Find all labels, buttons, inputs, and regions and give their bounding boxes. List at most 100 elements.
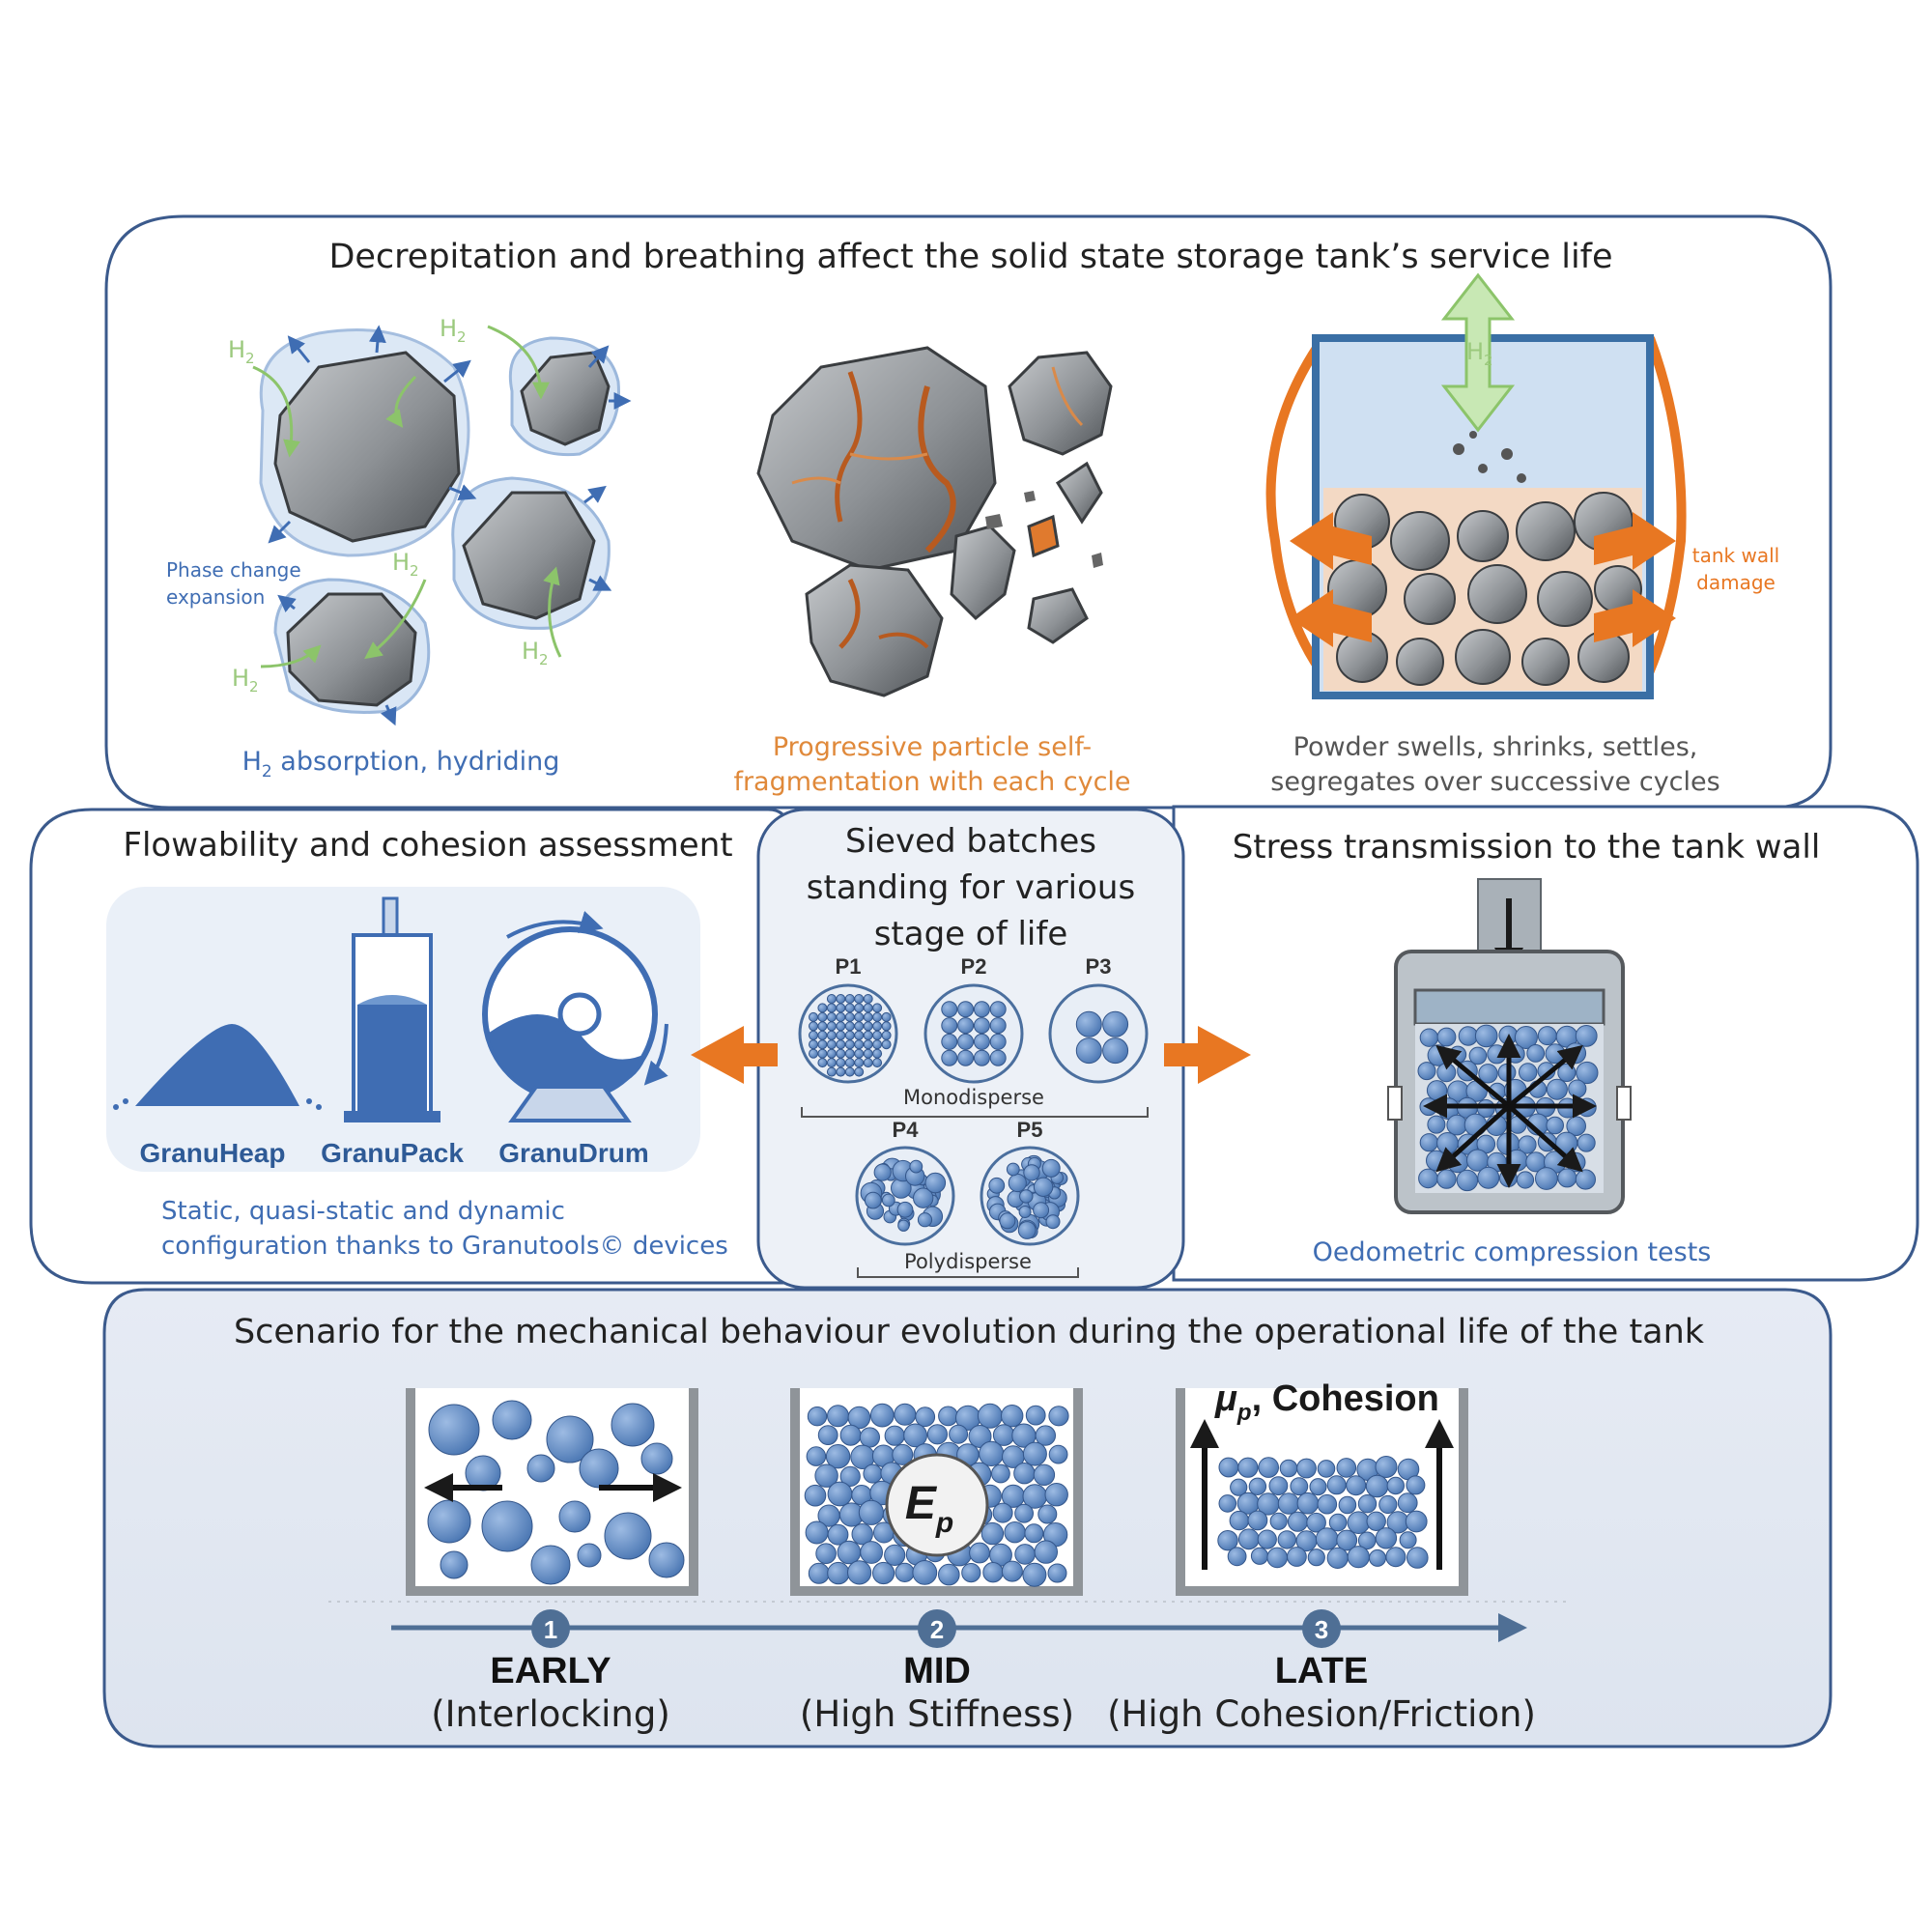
center-panel: Sieved batches standing for various stag… <box>691 808 1251 1290</box>
bead <box>817 1003 828 1013</box>
bead <box>1035 1425 1057 1446</box>
bead <box>854 1030 865 1040</box>
bead <box>863 1030 873 1040</box>
bead <box>872 1039 883 1050</box>
bead <box>881 1011 892 1022</box>
bead <box>836 1030 846 1040</box>
bead <box>1022 1441 1047 1466</box>
bead <box>1406 1475 1426 1495</box>
bead <box>854 1003 865 1013</box>
fragmentation-illustration <box>756 346 1113 697</box>
bead <box>1001 1560 1023 1582</box>
center-title-line3: stage of life <box>874 915 1068 953</box>
bead <box>961 1563 981 1583</box>
bead <box>912 1560 938 1585</box>
bead <box>896 1201 914 1218</box>
bead <box>941 1049 958 1066</box>
bead <box>1436 1063 1457 1083</box>
bead <box>1568 1079 1587 1098</box>
bead <box>863 1021 873 1032</box>
bead <box>864 1191 882 1209</box>
bead <box>977 1403 1003 1429</box>
bead <box>989 1033 1007 1050</box>
bead <box>1419 1028 1439 1047</box>
bead <box>858 1499 885 1525</box>
bead <box>826 1048 837 1059</box>
caption-absorption: H2 absorption, hydriding <box>242 747 560 781</box>
bead <box>1019 1189 1034 1204</box>
bead <box>973 1017 990 1035</box>
bead <box>1044 1483 1068 1507</box>
batch-label-p5: P5 <box>1017 1118 1043 1142</box>
bead <box>1037 1504 1058 1524</box>
bead <box>827 1561 850 1585</box>
bead <box>844 1003 855 1013</box>
bead <box>881 1021 892 1032</box>
bead <box>844 1058 855 1068</box>
bead <box>1218 1457 1239 1478</box>
phase-change-label-line1: Phase change <box>166 558 301 582</box>
bead <box>1217 1530 1238 1551</box>
bead <box>938 1406 958 1427</box>
bead <box>836 1048 846 1059</box>
bead <box>847 1406 871 1430</box>
bead <box>526 1454 555 1483</box>
bead <box>872 1048 883 1059</box>
bead <box>1557 1168 1577 1188</box>
left-caption-line1: Static, quasi-static and dynamic <box>161 1197 565 1226</box>
bead <box>1346 1475 1367 1496</box>
caption-fragmentation-line1: Progressive particle self- <box>773 732 1092 762</box>
bead <box>1287 1511 1309 1532</box>
bead <box>917 1212 933 1228</box>
bead <box>611 1403 655 1447</box>
bead <box>577 1543 602 1568</box>
bead <box>863 1048 873 1059</box>
bead <box>973 1033 990 1050</box>
bead <box>558 1500 591 1533</box>
bead <box>817 1048 828 1059</box>
beads-late <box>1217 1456 1429 1570</box>
stage-desc-mid: (High Stiffness) <box>800 1693 1074 1735</box>
bead <box>836 1003 846 1013</box>
bead <box>836 1039 846 1050</box>
bead <box>817 1039 828 1050</box>
stage-desc-early: (Interlocking) <box>431 1693 670 1735</box>
bead <box>1419 1133 1438 1152</box>
bead <box>1365 1474 1389 1498</box>
batch-p5 <box>980 1146 1080 1246</box>
bead <box>1075 1010 1102 1037</box>
bead <box>1516 1171 1535 1189</box>
bead <box>872 1561 895 1585</box>
bead <box>1268 1476 1289 1495</box>
mu-cohesion-label: μp, Cohesion <box>1214 1378 1439 1426</box>
bead <box>1328 1513 1348 1532</box>
batch-p1 <box>798 983 898 1084</box>
bead <box>1033 1463 1056 1487</box>
bead <box>1456 1169 1479 1192</box>
bead <box>1406 1547 1429 1569</box>
bead <box>809 1039 818 1050</box>
bead <box>806 1446 827 1466</box>
bead <box>826 1011 837 1022</box>
bead <box>969 1542 990 1564</box>
bead <box>1033 1202 1050 1219</box>
bead <box>957 1033 975 1050</box>
bead <box>1366 1511 1386 1532</box>
bead <box>1397 1492 1418 1514</box>
bead <box>1418 1168 1438 1189</box>
bead <box>1230 1478 1248 1496</box>
bead <box>1577 1133 1596 1152</box>
bead <box>804 1484 827 1507</box>
tank-wall-damage-line1: tank wall <box>1692 544 1779 567</box>
tank-rocks <box>1327 431 1642 686</box>
bead <box>863 1011 873 1022</box>
bead <box>546 1415 594 1463</box>
bead <box>989 1001 1007 1018</box>
bead <box>1417 1062 1436 1081</box>
bead <box>854 994 865 1004</box>
bead <box>968 1425 992 1448</box>
bead <box>957 1049 975 1066</box>
bead <box>1326 1475 1347 1495</box>
batch-p3 <box>1048 983 1149 1084</box>
